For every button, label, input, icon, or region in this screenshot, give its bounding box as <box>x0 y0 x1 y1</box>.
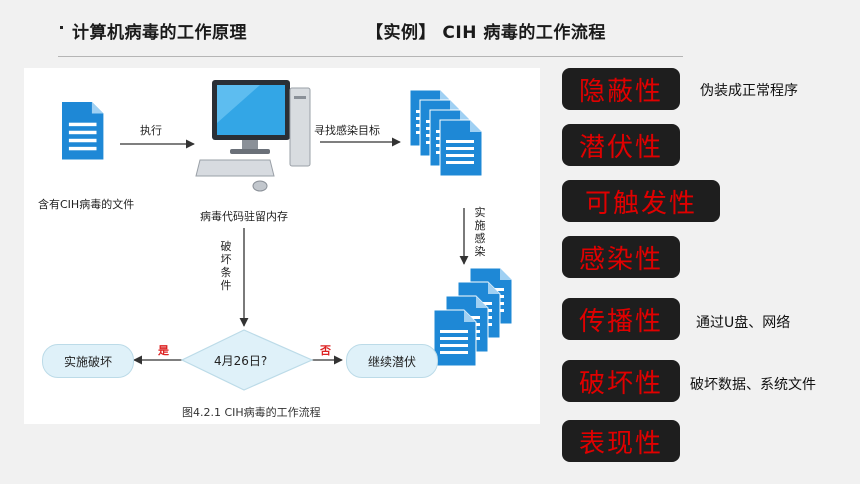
property-triggerability: 可触发性 <box>562 180 720 222</box>
infected-files-icon <box>433 267 513 367</box>
property-infectivity: 感染性 <box>562 236 680 278</box>
decision-text: 4月26日? <box>214 354 268 368</box>
decision-diamond <box>180 329 314 391</box>
slide-title: 计算机病毒的工作原理 <box>72 23 247 43</box>
search-label: 寻找感染目标 <box>314 124 380 137</box>
note-propagation: 通过U盘、网络 <box>696 315 791 331</box>
property-propagation: 传播性 <box>562 298 680 340</box>
note-concealment: 伪装成正常程序 <box>700 83 798 99</box>
infect-label: 实施感染 <box>474 206 486 258</box>
header-divider <box>58 56 683 57</box>
target-files-icon <box>409 89 483 177</box>
property-concealment: 隐蔽性 <box>562 68 680 110</box>
diagram-graphics <box>62 80 513 391</box>
cih-flow-diagram: 含有CIH病毒的文件 执行 病毒代码驻留内存 寻找感染目标 实施感染 破坏条件 … <box>24 68 540 424</box>
trigger-label: 破坏条件 <box>220 240 232 292</box>
property-latency: 潜伏性 <box>562 124 680 166</box>
virus-file-label: 含有CIH病毒的文件 <box>38 198 135 211</box>
example-title: 【实例】 CIH 病毒的工作流程 <box>366 23 606 43</box>
yes-label: 是 <box>158 344 169 357</box>
property-destructiveness: 破坏性 <box>562 360 680 402</box>
destroy-node: 实施破坏 <box>42 344 134 378</box>
no-label: 否 <box>320 344 331 357</box>
execute-label: 执行 <box>140 124 162 137</box>
property-manifestation: 表现性 <box>562 420 680 462</box>
header-bullet <box>60 26 63 29</box>
computer-icon <box>195 80 311 192</box>
resident-label: 病毒代码驻留内存 <box>200 210 288 223</box>
hide-node: 继续潜伏 <box>346 344 438 378</box>
note-destructiveness: 破坏数据、系统文件 <box>690 377 816 393</box>
diagram-caption: 图4.2.1 CIH病毒的工作流程 <box>182 406 321 419</box>
virus-file-icon <box>62 102 104 160</box>
